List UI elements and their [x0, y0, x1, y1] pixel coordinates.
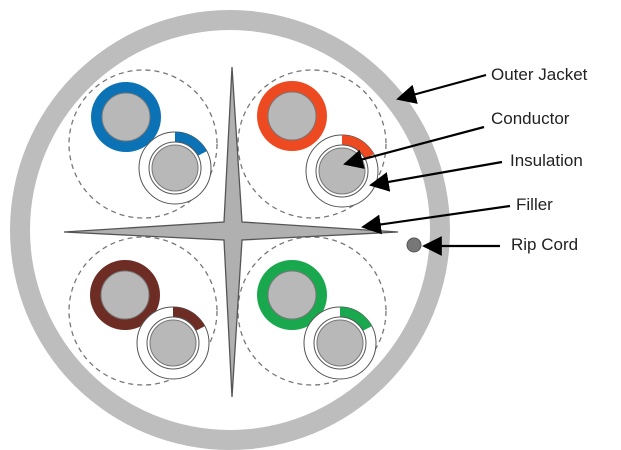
orange-pair-boundary — [237, 69, 387, 219]
brown-pair-striped-conductor — [149, 319, 197, 367]
rip-cord-label: Rip Cord — [511, 235, 579, 254]
orange-pair-striped-conductor — [318, 147, 366, 195]
blue-pair-solid-conductor — [101, 92, 151, 142]
green-pair-striped-conductor — [316, 319, 364, 367]
green-pair-boundary — [237, 236, 387, 386]
blue-pair-stripe — [175, 132, 207, 156]
green-pair-solid-conductor — [267, 270, 317, 320]
green-pair-stripe — [340, 307, 372, 331]
conductor-arrow — [343, 125, 485, 169]
green-pair — [237, 236, 387, 386]
blue-pair-boundary — [68, 69, 218, 219]
brown-pair — [68, 236, 218, 386]
twisted-pairs — [68, 69, 387, 386]
outer-jacket-label: Outer Jacket — [491, 65, 588, 84]
filler — [63, 66, 399, 398]
insulation-arrow — [369, 160, 503, 192]
brown-pair-solid-conductor — [100, 270, 150, 320]
orange-pair-stripe — [342, 135, 374, 159]
orange-pair-solid-conductor — [267, 91, 317, 141]
blue-pair — [68, 69, 218, 219]
filler-label: Filler — [516, 195, 553, 214]
filler-arrow — [361, 204, 511, 235]
brown-pair-boundary — [68, 236, 218, 386]
rip-cord — [406, 237, 422, 253]
insulation-label: Insulation — [510, 151, 583, 170]
outer-jacket-arrow — [396, 73, 487, 104]
blue-pair-striped-conductor — [151, 144, 199, 192]
conductor-label: Conductor — [491, 109, 570, 128]
brown-pair-stripe — [173, 307, 205, 331]
